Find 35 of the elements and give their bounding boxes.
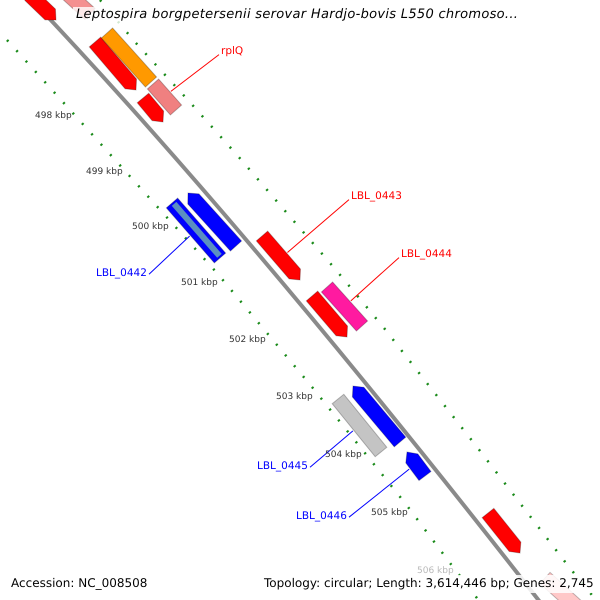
tick-label: 498 kbp	[35, 111, 72, 122]
leader-line	[148, 236, 190, 275]
gene-feature	[306, 290, 348, 338]
gene-bar	[146, 78, 182, 116]
leader-line	[170, 54, 220, 92]
tick-label: 503 kbp	[276, 392, 313, 402]
gene-feature	[352, 385, 406, 448]
gene-label: LBL_0446	[296, 510, 347, 522]
leader-line	[348, 468, 410, 518]
gene-feature	[256, 230, 301, 281]
tick-label: 502 kbp	[229, 335, 266, 346]
gene-feature	[405, 451, 432, 482]
tick-label: 499 kbp	[86, 167, 123, 178]
tick-label: 500 kbp	[132, 222, 169, 232]
gene-feature	[88, 36, 138, 91]
gene-feature	[136, 92, 164, 123]
gene-label: LBL_0444	[401, 248, 452, 260]
tick-label: 506 kbp	[417, 566, 454, 576]
gene-bar	[320, 281, 368, 332]
genome-stats-text: Topology: circular; Length: 3,614,446 bp; Genes: 2,745	[262, 575, 596, 593]
gene-label: LBL_0445	[257, 460, 308, 472]
leader-line	[310, 430, 354, 468]
gene-label: rplQ	[221, 45, 244, 58]
gene-feature	[187, 192, 242, 252]
tick-label: 505 kbp	[371, 508, 408, 518]
gene-bar	[100, 27, 158, 88]
gene-feature	[24, 0, 57, 20]
gene-label: LBL_0443	[351, 190, 402, 202]
tick-label: 504 kbp	[325, 450, 362, 460]
gene-feature	[481, 508, 522, 554]
tick-label: 501 kbp	[181, 278, 218, 288]
leader-line	[350, 257, 400, 302]
gene-label: LBL_0442	[96, 267, 147, 280]
leader-line	[286, 199, 350, 253]
accession-text: Accession: NC_008508	[9, 575, 150, 593]
